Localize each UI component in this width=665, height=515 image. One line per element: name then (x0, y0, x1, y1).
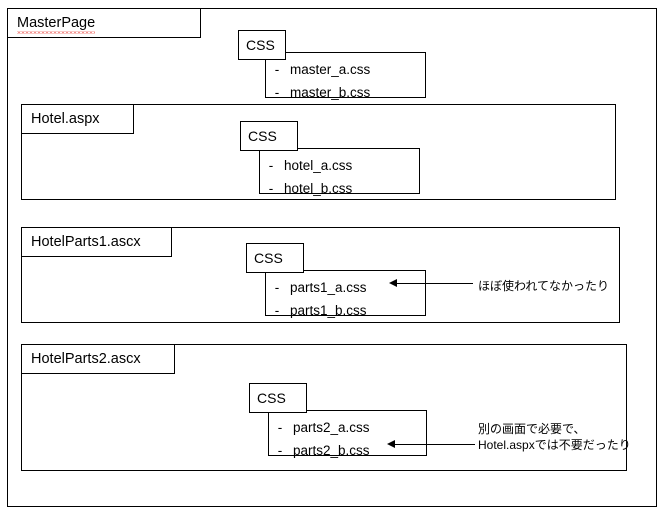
bullet-icon: - (268, 158, 274, 173)
annotation-hotelparts2: 別の画面で必要で、 Hotel.aspxでは不要だったり (478, 421, 631, 453)
css-label-text: CSS (248, 128, 277, 144)
masterpage-outer-frame (7, 8, 657, 507)
css-file-row: - parts2_a.css (269, 416, 426, 439)
css-file-name: master_a.css (290, 62, 371, 77)
css-label-text: CSS (246, 37, 275, 53)
bullet-icon: - (268, 181, 274, 196)
annotation-line: Hotel.aspxでは不要だったり (478, 438, 631, 452)
css-file-row: - parts2_b.css (269, 439, 426, 462)
hotel-aspx-label-text: Hotel.aspx (31, 110, 100, 127)
css-label-hotelparts1[interactable]: CSS (246, 243, 304, 273)
section-frame-hotel-aspx (21, 104, 616, 200)
annotation-line: ほぼ使われてなかったり (478, 279, 610, 293)
annotation-line: 別の画面で必要で、 (478, 422, 586, 436)
css-file-row: - hotel_a.css (260, 154, 419, 177)
css-list-hotel-aspx: - hotel_a.css - hotel_b.css (259, 148, 420, 196)
section-label-hotel-aspx[interactable]: Hotel.aspx (21, 104, 134, 134)
section-label-masterpage[interactable]: MasterPage (7, 8, 201, 38)
callout-arrowhead-hotelparts1 (389, 279, 397, 287)
css-file-row: - hotel_b.css (260, 177, 419, 200)
callout-arrowhead-hotelparts2 (387, 440, 395, 448)
masterpage-label-text: MasterPage (8, 14, 96, 34)
section-frame-hotelparts1 (21, 227, 620, 323)
bullet-icon: - (274, 62, 280, 77)
css-label-text: CSS (254, 250, 283, 266)
css-file-name: master_b.css (290, 85, 371, 100)
css-list-hotelparts1: - parts1_a.css - parts1_b.css (265, 270, 426, 318)
bullet-icon: - (274, 280, 280, 295)
bullet-icon: - (274, 303, 280, 318)
bullet-icon: - (274, 85, 280, 100)
css-list-hotelparts2: - parts2_a.css - parts2_b.css (268, 410, 427, 458)
css-file-row: - parts1_b.css (266, 299, 425, 322)
css-file-name: parts2_b.css (293, 443, 370, 458)
bullet-icon: - (277, 420, 283, 435)
section-label-hotelparts2[interactable]: HotelParts2.ascx (21, 344, 175, 374)
hotelparts2-label-text: HotelParts2.ascx (31, 350, 141, 367)
callout-line-hotelparts1 (397, 283, 473, 284)
css-file-name: hotel_a.css (284, 158, 353, 173)
callout-line-hotelparts2 (395, 444, 475, 445)
css-file-name: parts1_a.css (290, 280, 367, 295)
css-file-row: - master_b.css (266, 81, 425, 104)
hotelparts1-label-text: HotelParts1.ascx (31, 233, 141, 250)
spellcheck-underline: MasterPage (17, 14, 96, 34)
css-label-masterpage[interactable]: CSS (238, 30, 286, 60)
css-file-name: hotel_b.css (284, 181, 353, 196)
css-label-text: CSS (257, 390, 286, 406)
annotation-hotelparts1: ほぼ使われてなかったり (478, 278, 609, 294)
section-frame-hotelparts2 (21, 344, 627, 471)
css-list-masterpage: - master_a.css - master_b.css (265, 52, 426, 100)
css-label-hotel-aspx[interactable]: CSS (240, 121, 298, 151)
css-label-hotelparts2[interactable]: CSS (249, 383, 307, 413)
css-file-row: - parts1_a.css (266, 276, 425, 299)
css-file-name: parts1_b.css (290, 303, 367, 318)
section-label-hotelparts1[interactable]: HotelParts1.ascx (21, 227, 172, 257)
css-file-row: - master_a.css (266, 58, 425, 81)
css-file-name: parts2_a.css (293, 420, 370, 435)
bullet-icon: - (277, 443, 283, 458)
